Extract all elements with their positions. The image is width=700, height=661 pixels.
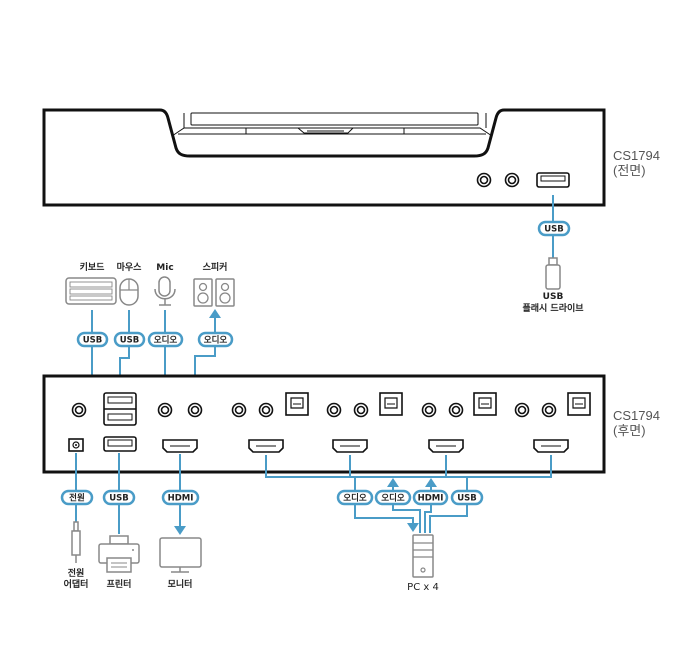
pc-tower-icon <box>412 534 434 578</box>
speaker-label: 스피커 <box>203 261 228 273</box>
power-adapter-icon <box>71 521 81 563</box>
svg-text:오디오: 오디오 <box>343 493 367 504</box>
pc-bus-wire <box>265 455 552 478</box>
svg-text:HDMI: HDMI <box>168 494 194 504</box>
svg-text:USB: USB <box>83 336 103 346</box>
printer-icon <box>98 535 140 573</box>
pc3-audio-jack-1 <box>421 402 437 418</box>
mouse-label: 마우스 <box>117 261 143 273</box>
mouse-icon <box>119 278 139 306</box>
pc2-hdmi-port <box>332 439 368 453</box>
pc-audio-out-arrow <box>407 523 419 532</box>
pc1-usb-b-port <box>285 392 309 416</box>
power-adapter-label-1: 전원 <box>68 567 85 579</box>
front-usb-port <box>536 172 570 188</box>
speaker-icon <box>193 278 235 307</box>
usb-flash-drive-icon <box>545 257 561 290</box>
pc-audio-pill-1: 오디오 <box>336 489 374 506</box>
monitor-label: 모니터 <box>168 578 193 590</box>
rear-usb-port-stack <box>103 392 137 426</box>
rear-power-jack <box>68 438 84 452</box>
usb-flash-label-1: USB <box>543 292 564 302</box>
front-tray <box>171 112 493 137</box>
printer-pill: USB <box>102 489 136 506</box>
monitor-pill: HDMI <box>161 489 200 506</box>
speaker-arrow <box>209 309 221 318</box>
printer-label: 프린터 <box>107 578 132 590</box>
pc1-audio-jack-1 <box>231 402 247 418</box>
front-model-label: CS1794 <box>613 148 660 163</box>
pc3-hdmi-port <box>428 439 464 453</box>
rear-printer-usb-port <box>103 436 137 452</box>
pc-hdmi-pill: HDMI <box>412 489 449 506</box>
rear-model-label: CS1794 <box>613 408 660 423</box>
pc4-usb-b-port <box>567 392 591 416</box>
microphone-icon <box>154 276 176 306</box>
pc2-audio-jack-1 <box>326 402 342 418</box>
power-pill: 전원 <box>60 489 94 506</box>
front-usb-pill: USB <box>537 220 571 237</box>
pc-port-group-1 <box>231 392 309 453</box>
front-audio-jack-2 <box>504 172 520 188</box>
svg-text:오디오: 오디오 <box>204 335 228 346</box>
pc4-hdmi-port <box>533 439 569 453</box>
monitor-arrow <box>174 526 186 535</box>
svg-text:전원: 전원 <box>69 493 85 504</box>
pc-hdmi-arrow <box>425 478 437 487</box>
svg-text:USB: USB <box>109 494 129 504</box>
pc4-audio-jack-1 <box>514 402 530 418</box>
pc-port-groups <box>231 392 591 453</box>
pc2-usb-b-port <box>379 392 403 416</box>
svg-text:USB: USB <box>544 225 564 235</box>
front-audio-jack-1 <box>476 172 492 188</box>
usb-flash-label-2: 플래시 드라이브 <box>522 302 584 314</box>
pc3-usb-b-port <box>473 392 497 416</box>
pc4-audio-jack-2 <box>541 402 557 418</box>
pc-usb-pill: USB <box>450 489 484 506</box>
keyboard-label: 키보드 <box>80 261 106 273</box>
svg-text:HDMI: HDMI <box>418 494 444 504</box>
monitor-icon <box>159 537 202 573</box>
pc-port-group-4 <box>514 392 591 453</box>
pc-audio-in-arrow <box>387 478 399 487</box>
pc3-audio-jack-2 <box>448 402 464 418</box>
pc1-audio-jack-2 <box>258 402 274 418</box>
front-panel: CS1794 (전면) <box>42 108 660 207</box>
power-adapter-label-2: 어댑터 <box>64 578 89 590</box>
keyboard-pill: USB <box>76 331 109 348</box>
svg-text:USB: USB <box>457 494 477 504</box>
rear-console-audio-jack <box>71 402 87 418</box>
rear-speaker-jack <box>187 402 203 418</box>
keyboard-icon <box>65 277 117 305</box>
pc2-audio-jack-2 <box>353 402 369 418</box>
mouse-pill: USB <box>113 331 146 348</box>
svg-text:오디오: 오디오 <box>381 493 405 504</box>
pc-port-group-3 <box>421 392 497 453</box>
mic-pill: 오디오 <box>147 331 184 348</box>
rear-panel: CS1794 (후면) <box>42 374 660 474</box>
svg-text:오디오: 오디오 <box>154 335 178 346</box>
pc1-hdmi-port <box>248 439 284 453</box>
svg-text:USB: USB <box>120 336 140 346</box>
pc-label: PC x 4 <box>407 582 439 593</box>
rear-side-label: (후면) <box>613 423 646 438</box>
rear-console-hdmi-port <box>162 439 198 453</box>
pc-audio-pill-2: 오디오 <box>374 489 412 506</box>
speaker-pill: 오디오 <box>197 331 234 348</box>
mic-label: Mic <box>156 263 173 273</box>
front-side-label: (전면) <box>613 163 646 178</box>
pc-port-group-2 <box>326 392 403 453</box>
rear-mic-jack <box>157 402 173 418</box>
